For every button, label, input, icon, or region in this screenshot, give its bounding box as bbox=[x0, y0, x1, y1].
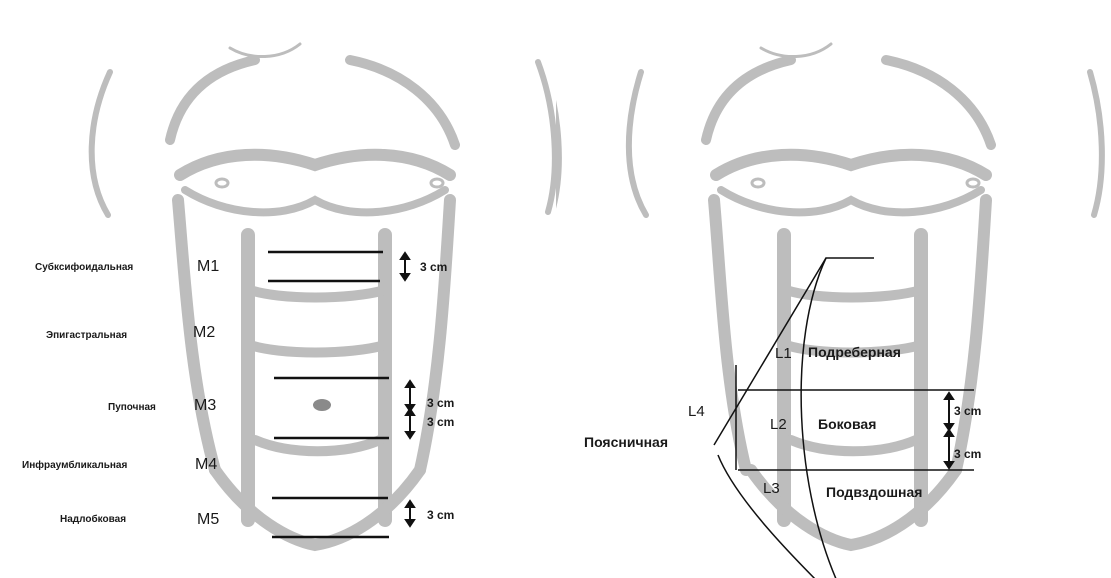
zone-code-l3: L3 bbox=[763, 481, 780, 496]
zone-code-m2: M2 bbox=[193, 325, 215, 341]
zone-name-epigastric: Эпигастральная bbox=[46, 331, 127, 341]
zone-name-lumbar: Поясничная bbox=[584, 435, 668, 449]
measurement-label: 3 cm bbox=[420, 261, 447, 273]
measurement-label: 3 cm bbox=[427, 416, 454, 428]
zone-name-umbilical: Пупочная bbox=[108, 403, 156, 413]
measurement-label: 3 cm bbox=[427, 509, 454, 521]
measurement-label: 3 cm bbox=[954, 448, 981, 460]
zone-code-m5: M5 bbox=[197, 512, 219, 528]
zone-code-l2: L2 bbox=[770, 417, 787, 432]
zone-name-infraumbilical: Инфраумбликальная bbox=[22, 461, 127, 471]
measurement-label: 3 cm bbox=[954, 405, 981, 417]
zone-name-flank: Боковая bbox=[818, 417, 876, 431]
lateral-diagram-panel: L1 Подреберная L2 Боковая L3 Подвздошная… bbox=[556, 0, 1111, 578]
zone-name-subxiphoid: Субксифоидальная bbox=[35, 263, 133, 273]
zone-code-l1: L1 bbox=[775, 346, 792, 361]
midline-diagram-panel: Субксифоидальная M1 Эпигастральная M2 Пу… bbox=[0, 0, 556, 578]
zone-name-suprapubic: Надлобковая bbox=[60, 515, 126, 525]
zone-code-m1: M1 bbox=[197, 259, 219, 275]
zone-code-m4: M4 bbox=[195, 457, 217, 473]
zone-code-l4: L4 bbox=[688, 404, 705, 419]
zone-name-subcostal: Подреберная bbox=[808, 345, 901, 359]
torso-illustration-midline bbox=[0, 0, 556, 578]
measurement-label: 3 cm bbox=[427, 397, 454, 409]
zone-code-m3: M3 bbox=[194, 398, 216, 414]
zone-name-iliac: Подвздошная bbox=[826, 485, 922, 499]
